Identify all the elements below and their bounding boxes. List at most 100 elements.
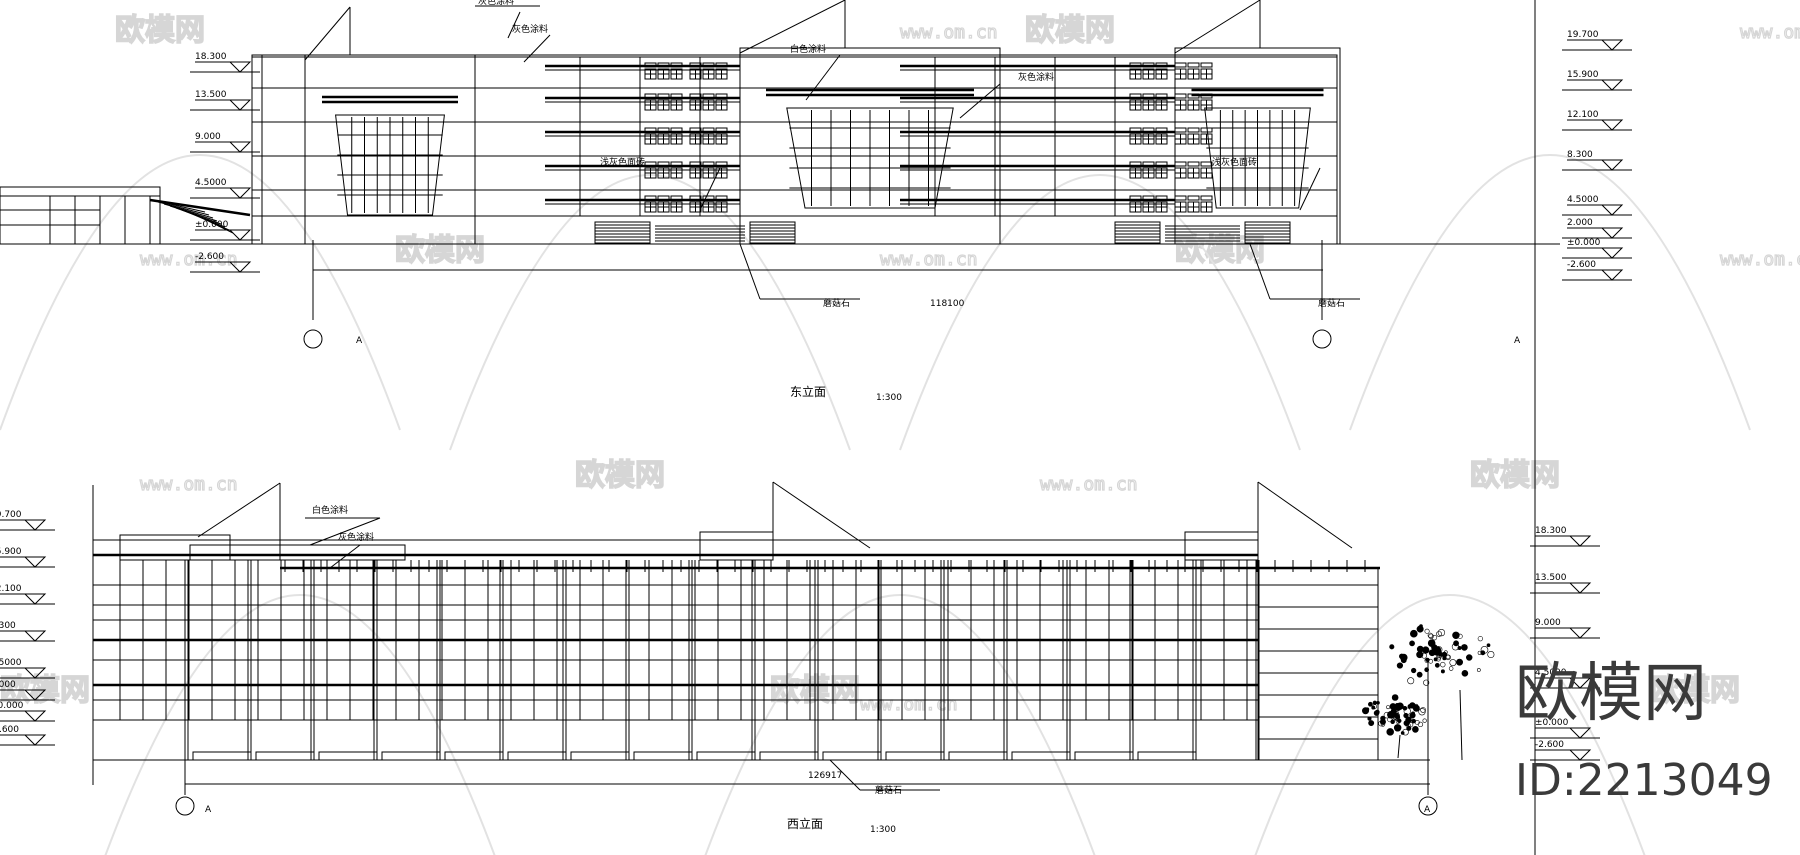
level-label: 19.700 [1567, 30, 1599, 40]
level-label: ±0.000 [1567, 238, 1601, 248]
east-annotations: 灰色涂料 灰色涂料 白色涂料 灰色涂料 浅灰色面砖 浅灰色面砖 蘑菇石 蘑菇石 … [356, 0, 1521, 403]
level-triangle [1602, 228, 1622, 238]
roof-slope [1175, 0, 1260, 53]
tree-foliage [1481, 651, 1485, 655]
tree-foliage [1435, 663, 1439, 667]
watermark-arc [1350, 155, 1750, 430]
watermark-text: 欧模网 [395, 233, 485, 268]
level-label: 13.500 [195, 90, 227, 100]
annotation-label: 浅灰色面砖 [600, 156, 645, 168]
tree-foliage [1390, 703, 1396, 709]
tree-foliage [1376, 701, 1379, 704]
watermark-text: 欧模网 [115, 13, 205, 48]
mushroom-stone [949, 752, 1007, 760]
tree-foliage [1403, 706, 1407, 710]
tree-foliage [1410, 630, 1417, 637]
level-label: 12.100 [0, 584, 22, 594]
tree-foliage [1423, 719, 1427, 723]
level-label: -2.600 [195, 252, 224, 262]
level-label: 2.000 [1567, 218, 1593, 228]
level-label: ±0.000 [195, 220, 229, 230]
level-label: 15.900 [0, 547, 22, 557]
axis-bubble [1313, 330, 1331, 348]
axis-bubble [304, 330, 322, 348]
window [1175, 162, 1186, 166]
tree-foliage [1392, 694, 1398, 700]
tree-foliage [1419, 625, 1422, 628]
tree-foliage [1406, 717, 1412, 723]
tree-foliage [1419, 708, 1426, 715]
watermark-brand: 欧模网 [1515, 657, 1707, 731]
scale-label: 1:300 [876, 393, 902, 403]
tree-foliage [1412, 719, 1416, 723]
level-label: -2.600 [1567, 260, 1596, 270]
watermark-url: www.om.cn [860, 694, 958, 715]
window [1201, 128, 1212, 132]
level-triangle [1602, 205, 1622, 215]
level-label: -2.600 [0, 725, 19, 735]
tree-foliage [1456, 659, 1462, 665]
tree-foliage [1417, 672, 1422, 677]
drawing-line [806, 55, 840, 100]
axis-bubble [176, 797, 194, 815]
level-triangle [230, 62, 250, 72]
roof-slope [305, 7, 350, 60]
tree-foliage [1411, 668, 1416, 673]
roof-slope [773, 482, 870, 548]
tree-foliage [1434, 658, 1437, 661]
level-triangle [230, 100, 250, 110]
level-label: 4.5000 [0, 658, 22, 668]
tree-foliage [1408, 678, 1414, 684]
level-label: -2.600 [1535, 740, 1564, 750]
annotation-label: 灰色涂料 [512, 23, 548, 35]
window [1201, 162, 1212, 166]
annotation-label: 白色涂料 [312, 504, 348, 516]
level-triangle [230, 230, 250, 240]
tree-foliage [1408, 704, 1412, 708]
level-label: 12.100 [1567, 110, 1599, 120]
tree-foliage [1440, 662, 1445, 667]
dimension-label: 118100 [930, 299, 965, 309]
level-label: 8.300 [0, 621, 16, 631]
mushroom-stone [508, 752, 566, 760]
east-elevation [0, 0, 1560, 855]
annotation-label: 蘑菇石 [1318, 297, 1345, 309]
level-label: 9.000 [195, 132, 221, 142]
tree-foliage [1417, 646, 1423, 652]
tree-foliage [1390, 645, 1394, 649]
mushroom-stone [571, 752, 629, 760]
tree-foliage [1400, 654, 1407, 661]
drawing-rect [1258, 568, 1378, 760]
window [1188, 196, 1199, 200]
level-triangle [1602, 160, 1622, 170]
drawing-line [330, 545, 360, 568]
level-triangle [25, 557, 45, 567]
axis-label: A [1424, 805, 1431, 815]
tree-foliage [1488, 651, 1494, 657]
tree-foliage [1375, 710, 1379, 714]
watermark-url: www.om.cn [880, 249, 978, 270]
tree-foliage [1387, 728, 1394, 735]
mushroom-stone [319, 752, 377, 760]
tree-foliage [1425, 629, 1429, 633]
level-label: 18.300 [195, 52, 227, 62]
tree-foliage [1450, 659, 1456, 665]
watermark-text: 欧模网 [1025, 13, 1115, 48]
window [1188, 162, 1199, 166]
mushroom-stone [823, 752, 881, 760]
axis-label: A [356, 336, 363, 346]
window [1175, 63, 1186, 67]
watermark-url: www.om.cn [1040, 474, 1138, 495]
window [1188, 128, 1199, 132]
window [1201, 63, 1212, 67]
mushroom-stone [1075, 752, 1133, 760]
watermark-id: ID:2213049 [1515, 755, 1773, 806]
level-triangle [230, 142, 250, 152]
level-triangle [1602, 80, 1622, 90]
drawing-line [1398, 735, 1400, 758]
level-triangle [1570, 583, 1590, 593]
drawing-rect [190, 545, 405, 560]
tree-foliage [1453, 632, 1460, 639]
tree-foliage [1396, 703, 1399, 706]
